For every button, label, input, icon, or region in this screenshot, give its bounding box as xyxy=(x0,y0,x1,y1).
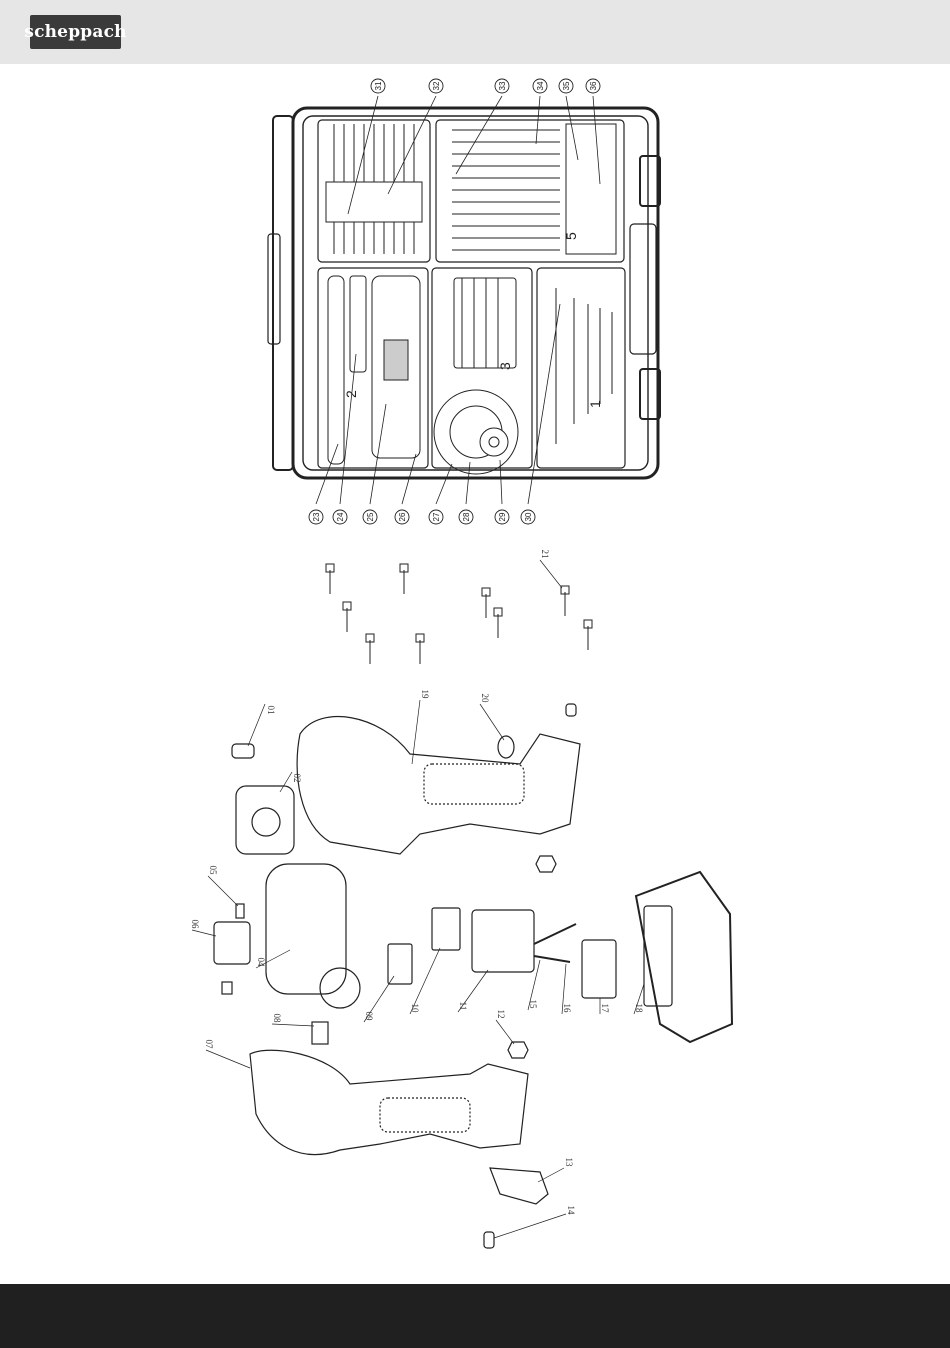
part-label-08: 08 xyxy=(272,1014,282,1024)
scheppach-logo: scheppach xyxy=(30,15,121,49)
nut-12 xyxy=(508,1042,528,1058)
motor-cap xyxy=(320,968,360,1008)
clip-screw xyxy=(484,1232,494,1248)
callout-30: 30 xyxy=(521,510,535,524)
switch-module xyxy=(472,910,534,972)
drill-bits xyxy=(452,124,616,254)
belt-clip xyxy=(490,1168,548,1204)
svg-text:31: 31 xyxy=(374,81,383,90)
bottom-screw xyxy=(566,704,576,716)
callout-24: 24 xyxy=(333,510,347,524)
part-label-02: 02 xyxy=(292,774,302,783)
part-label-17: 17 xyxy=(600,1004,610,1014)
terminal-block xyxy=(582,940,616,998)
part-label-13: 13 xyxy=(564,1158,574,1168)
screws xyxy=(326,564,592,664)
callout-26: 26 xyxy=(395,510,409,524)
part-label-18: 18 xyxy=(634,1004,644,1014)
compartment-tools xyxy=(318,268,428,468)
footer-band xyxy=(0,1284,950,1348)
screwdriver-bits xyxy=(326,124,422,254)
part-label-12: 12 xyxy=(496,1010,506,1019)
svg-text:30: 30 xyxy=(524,512,533,521)
svg-text:26: 26 xyxy=(398,512,407,521)
case-hinge xyxy=(273,116,293,470)
callout-31: 31 xyxy=(371,79,385,93)
tools xyxy=(328,276,420,464)
svg-text:32: 32 xyxy=(432,81,441,90)
housing-left xyxy=(250,1050,528,1154)
part-label-01: 01 xyxy=(266,706,276,715)
left-grip-texture xyxy=(380,1098,470,1132)
nut-top xyxy=(536,856,556,872)
gearbox xyxy=(266,864,346,994)
clip-lower xyxy=(222,982,232,994)
callout-27: 27 xyxy=(429,510,443,524)
part-label-09: 09 xyxy=(364,1012,374,1022)
part-label-04: 04 xyxy=(256,958,266,968)
part-label-16: 16 xyxy=(562,1004,572,1014)
compartment-number-3: 3 xyxy=(497,362,513,370)
battery-pack xyxy=(636,872,732,1042)
case-callouts: 23242526272829303132333435362351 xyxy=(309,79,603,524)
svg-text:29: 29 xyxy=(498,512,507,521)
part-label-05: 05 xyxy=(208,866,218,876)
spring-08 xyxy=(312,1022,328,1044)
part-label-14: 14 xyxy=(566,1206,576,1216)
masonry-bits xyxy=(556,288,612,444)
callout-32: 32 xyxy=(429,79,443,93)
compartment-number-1: 1 xyxy=(587,400,603,408)
washer xyxy=(498,736,514,758)
svg-text:24: 24 xyxy=(336,512,345,521)
accessory-case-diagram xyxy=(268,96,660,504)
compartment-number-5: 5 xyxy=(563,232,579,240)
drill-exploded-diagram xyxy=(192,560,732,1248)
housing-right xyxy=(297,717,580,854)
brand-text: scheppach xyxy=(24,22,126,42)
sockets xyxy=(434,278,518,474)
callout-leaders xyxy=(316,96,600,504)
chuck-face xyxy=(252,808,280,836)
drill-part-labels: 01 02 05 06 04 08 07 09 10 11 12 15 16 17 18 13 14 19 20 21 xyxy=(190,550,644,1216)
svg-text:33: 33 xyxy=(498,81,507,90)
svg-text:35: 35 xyxy=(562,81,571,90)
callout-28: 28 xyxy=(459,510,473,524)
part-label-06: 06 xyxy=(190,920,200,930)
callout-35: 35 xyxy=(559,79,573,93)
compartment-number-2: 2 xyxy=(343,390,359,398)
svg-text:23: 23 xyxy=(312,512,321,521)
callout-36: 36 xyxy=(586,79,600,93)
callout-34: 34 xyxy=(533,79,547,93)
svg-text:25: 25 xyxy=(366,512,375,521)
switch-09 xyxy=(388,944,412,984)
trigger-10 xyxy=(432,908,460,950)
case-grip xyxy=(630,224,656,354)
part-label-19: 19 xyxy=(420,690,430,700)
callout-33: 33 xyxy=(495,79,509,93)
plate-06 xyxy=(214,922,250,964)
callout-29: 29 xyxy=(495,510,509,524)
part-label-11: 11 xyxy=(458,1002,468,1011)
part-label-10: 10 xyxy=(410,1004,420,1014)
svg-text:28: 28 xyxy=(462,512,471,521)
part-label-20: 20 xyxy=(480,694,490,704)
part-label-07: 07 xyxy=(204,1040,214,1050)
part-label-21: 21 xyxy=(540,550,550,559)
svg-text:34: 34 xyxy=(536,81,545,90)
callout-25: 25 xyxy=(363,510,377,524)
svg-text:36: 36 xyxy=(589,81,598,90)
svg-text:27: 27 xyxy=(432,512,441,521)
grip-texture xyxy=(424,764,524,804)
clip-05 xyxy=(236,904,244,918)
chuck-screw xyxy=(232,744,254,758)
callout-23: 23 xyxy=(309,510,323,524)
part-label-15: 15 xyxy=(528,1000,538,1010)
chuck xyxy=(236,786,294,854)
header-band: scheppach xyxy=(0,0,950,64)
